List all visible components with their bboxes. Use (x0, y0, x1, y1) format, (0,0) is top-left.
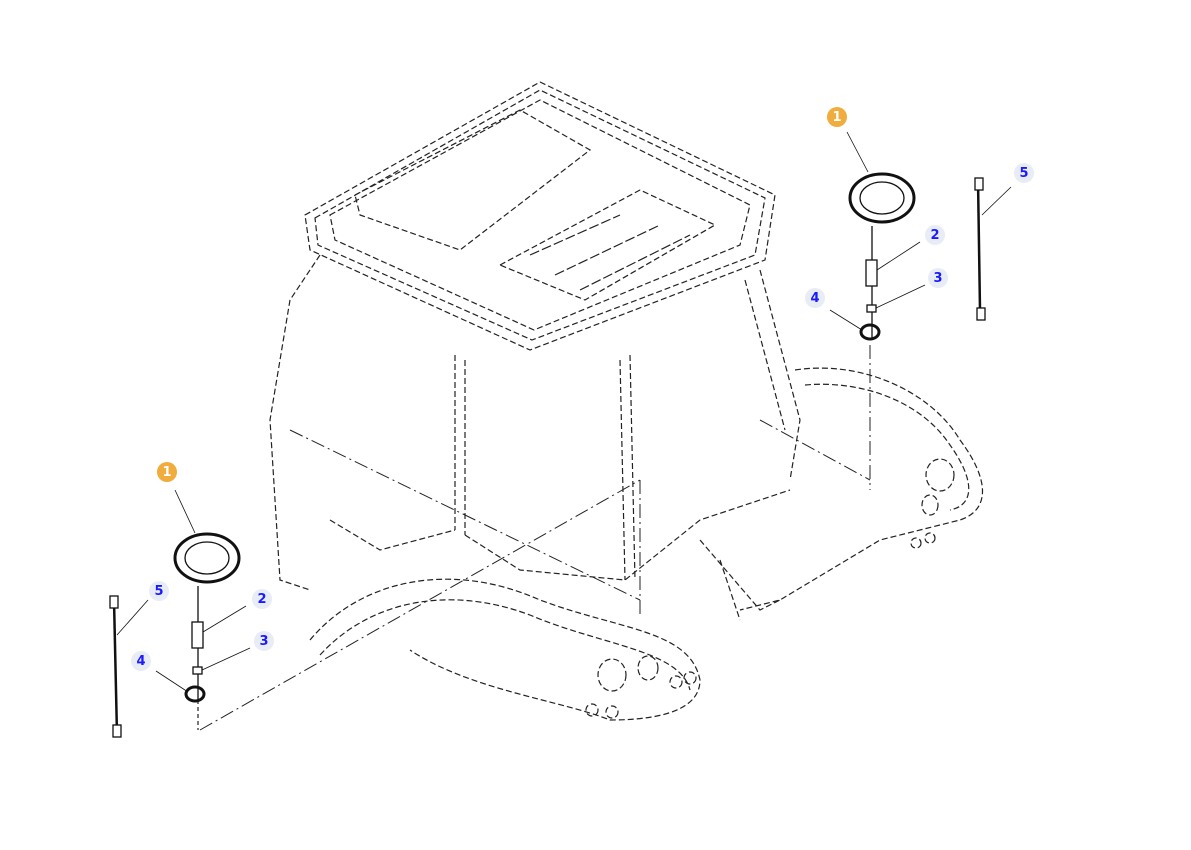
callout-right-4-grommet[interactable]: 4 (805, 288, 825, 308)
right-lamp-assembly (829, 131, 1012, 341)
spacer-right (865, 259, 878, 287)
work-lamp-right (848, 172, 916, 224)
nut-left (192, 666, 203, 675)
harness-right (976, 179, 982, 311)
harness-left (112, 599, 119, 736)
cab-outline (197, 81, 983, 731)
callout-right-2-spacer[interactable]: 2 (925, 225, 945, 245)
work-lamp-left (173, 532, 241, 584)
nut-right (866, 304, 877, 313)
spacer-left (191, 621, 204, 649)
callout-left-3-nut[interactable]: 3 (254, 631, 274, 651)
callout-left-1-work-lamp[interactable]: 1 (157, 462, 177, 482)
grommet-left (184, 685, 206, 703)
callout-left-4-grommet[interactable]: 4 (131, 651, 151, 671)
callout-left-5-harness[interactable]: 5 (149, 581, 169, 601)
grommet-right (859, 323, 881, 341)
callout-right-5-harness[interactable]: 5 (1014, 163, 1034, 183)
callout-right-3-nut[interactable]: 3 (928, 268, 948, 288)
callout-left-2-spacer[interactable]: 2 (252, 589, 272, 609)
left-lamp-assembly (109, 489, 251, 738)
callout-right-1-work-lamp[interactable]: 1 (827, 107, 847, 127)
